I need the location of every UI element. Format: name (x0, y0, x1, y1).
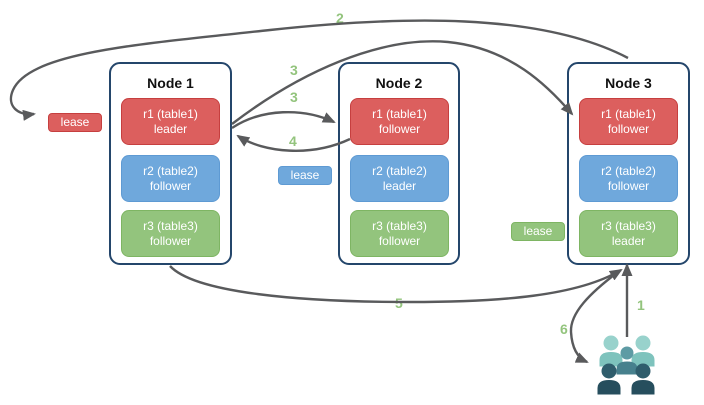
user-person-light-left (599, 335, 623, 367)
node-3-replica-r3: r3 (table3) leader (579, 210, 678, 257)
user-person-mid (616, 346, 638, 375)
replica-range: r3 (table3) (372, 218, 427, 233)
replica-role: follower (149, 178, 192, 193)
node-1-replica-r2: r2 (table2) follower (121, 155, 220, 202)
replica-range: r1 (table1) (601, 106, 656, 121)
lease-tag-table2: lease (278, 166, 332, 185)
replica-range: r1 (table1) (143, 106, 198, 121)
step-label-3a: 3 (290, 62, 298, 78)
replica-role: follower (378, 121, 421, 136)
replica-range: r2 (table2) (372, 163, 427, 178)
replica-range: r1 (table1) (372, 106, 427, 121)
replica-range: r2 (table2) (601, 163, 656, 178)
step-label-5: 5 (395, 295, 403, 311)
lease-tag-table3: lease (511, 222, 565, 241)
replica-role: leader (153, 121, 188, 136)
step-label-3b: 3 (290, 89, 298, 105)
node-2-title: Node 2 (375, 75, 423, 91)
replica-range: r3 (table3) (601, 218, 656, 233)
replica-range: r3 (table3) (143, 218, 198, 233)
node-1-replica-r3: r3 (table3) follower (121, 210, 220, 257)
replica-role: follower (149, 233, 192, 248)
replica-range: r2 (table2) (143, 163, 198, 178)
node-3-box: Node 3 r1 (table1) follower r2 (table2) … (567, 62, 690, 265)
step-label-4: 4 (289, 133, 297, 149)
users-icon (597, 335, 655, 395)
node-1-title: Node 1 (147, 75, 194, 91)
replica-role: follower (607, 178, 650, 193)
node-2-box: Node 2 r1 (table1) follower r2 (table2) … (338, 62, 460, 265)
arrow-step-2 (9, 19, 629, 121)
step-label-6: 6 (560, 321, 568, 337)
node-2-replica-r3: r3 (table3) follower (350, 210, 449, 257)
replica-role: follower (378, 233, 421, 248)
arrow-step-3-to-node2 (231, 110, 336, 129)
user-person-dark-right (631, 363, 655, 395)
user-person-dark-left (597, 363, 621, 395)
arrow-step-6 (569, 271, 619, 364)
node-2-replica-r1: r1 (table1) follower (350, 98, 449, 145)
user-person-light-right (631, 335, 655, 367)
step-label-2: 2 (336, 10, 344, 26)
node-2-replica-r2: r2 (table2) leader (350, 155, 449, 202)
replica-role: leader (382, 178, 417, 193)
node-1-replica-r1: r1 (table1) leader (121, 98, 220, 145)
node-3-replica-r2: r2 (table2) follower (579, 155, 678, 202)
lease-tag-table1: lease (48, 113, 102, 132)
node-1-box: Node 1 r1 (table1) leader r2 (table2) fo… (109, 62, 232, 265)
node-3-title: Node 3 (605, 75, 652, 91)
node-3-replica-r1: r1 (table1) follower (579, 98, 678, 145)
step-label-1: 1 (637, 297, 645, 313)
replica-role: leader (611, 233, 646, 248)
replica-role: follower (607, 121, 650, 136)
